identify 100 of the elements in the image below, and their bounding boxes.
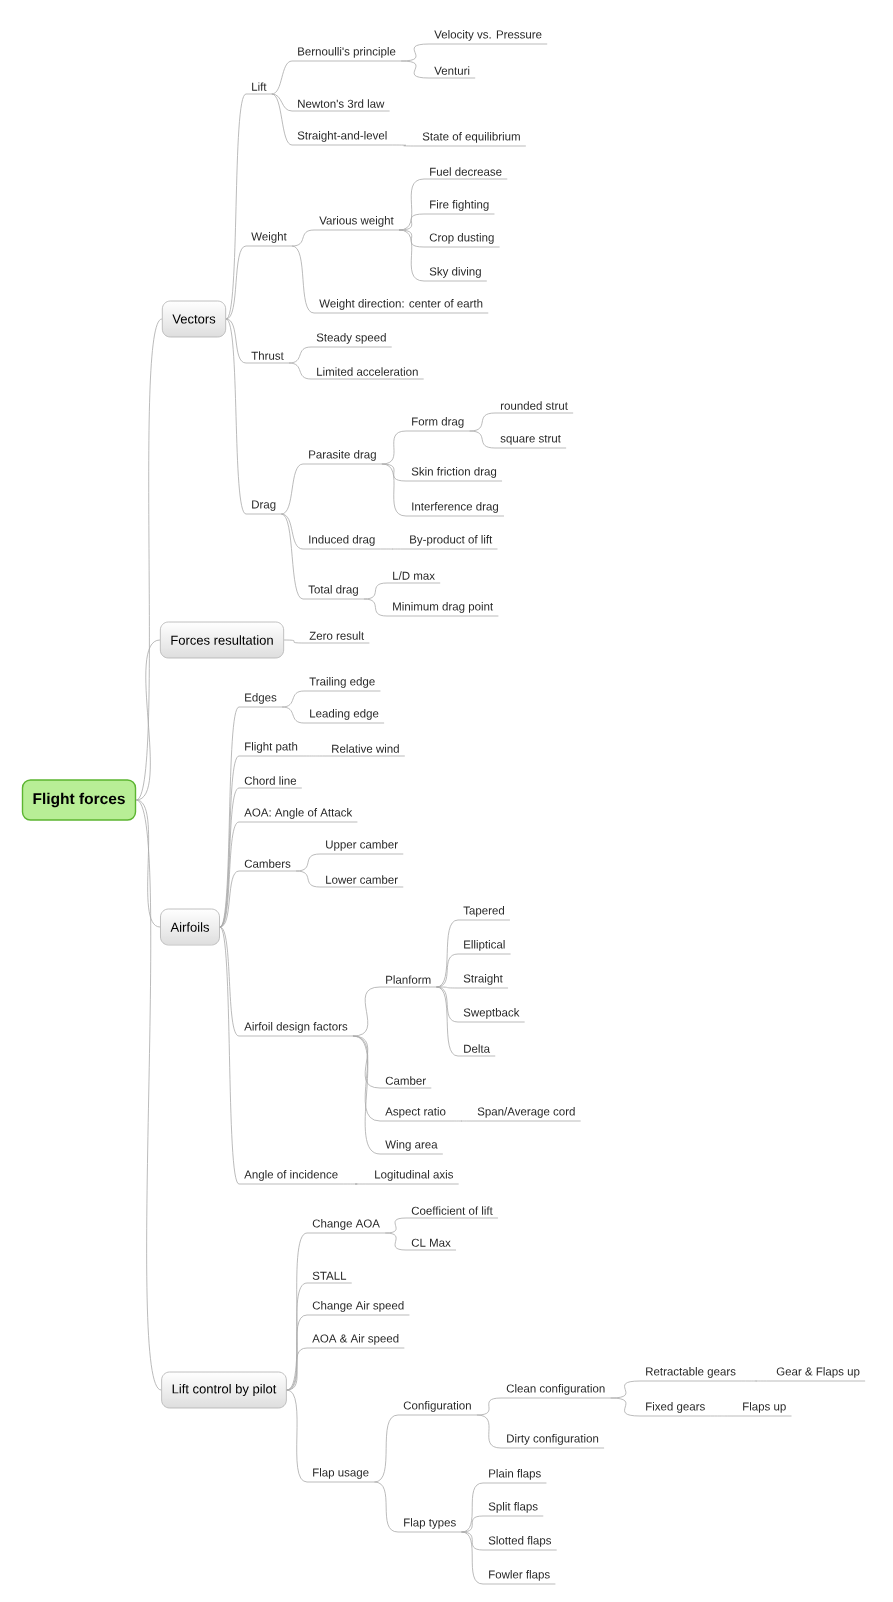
branch-label: STALL xyxy=(306,1271,353,1284)
branch-label: Change Air speed xyxy=(306,1301,410,1316)
branch-label: Split flaps xyxy=(482,1502,544,1517)
branch-line xyxy=(219,821,240,928)
branch-label: Wing area xyxy=(379,1140,444,1155)
branch-label: Fire fighting xyxy=(423,200,495,215)
branch-label: AOA: Angle of Attack xyxy=(238,808,358,823)
branch-label: Total drag xyxy=(302,585,365,600)
branch-line xyxy=(135,799,162,1391)
branch-line xyxy=(291,229,315,247)
branch-line xyxy=(710,1415,738,1417)
branch-label: Steady speed xyxy=(310,333,393,348)
branch-line xyxy=(436,986,459,1023)
branch-label: Relative wind xyxy=(325,744,406,757)
branch-label: Camber xyxy=(379,1076,432,1089)
branch-label: Flap types xyxy=(397,1518,462,1533)
branch-line xyxy=(610,1397,641,1417)
branch-line xyxy=(461,1515,484,1533)
branch-line xyxy=(219,926,240,1185)
branch-label: Straight xyxy=(457,974,509,989)
branch-label: Skin friction drag xyxy=(405,467,503,482)
topic-box: Forces resultation xyxy=(159,621,285,659)
branch-line xyxy=(436,986,459,989)
branch-label: Planform xyxy=(379,975,437,988)
branch-label: Span/Average cord xyxy=(471,1107,582,1122)
branch-label: Gear & Flaps up xyxy=(770,1367,866,1382)
branch-line xyxy=(271,60,293,95)
branch-label: Fowler flaps xyxy=(482,1570,556,1585)
branch-line xyxy=(291,245,315,314)
branch-line xyxy=(352,1035,381,1122)
branch-line xyxy=(392,144,418,147)
branch-label: By-product of lift xyxy=(403,535,498,550)
branch-label: Interference drag xyxy=(405,502,505,517)
branch-label: Edges xyxy=(238,693,283,708)
branch-label: Velocity vs. Pressure xyxy=(428,30,548,45)
branch-label: Leading edge xyxy=(303,709,385,724)
branch-label: Newton's 3rd law xyxy=(291,99,390,112)
branch-label: AOA & Air speed xyxy=(306,1334,405,1349)
branch-line xyxy=(373,1414,399,1483)
branch-label: Drag xyxy=(245,500,282,515)
branch-label: Weight direction: center of earth xyxy=(313,299,489,314)
branch-line xyxy=(363,598,388,617)
branch-line xyxy=(381,463,407,517)
branch-line xyxy=(280,463,304,515)
branch-label: Lift xyxy=(245,82,273,95)
branch-label: Fuel decrease xyxy=(423,167,508,180)
branch-line xyxy=(398,229,425,248)
branch-label: Angle of incidence xyxy=(238,1170,344,1185)
branch-label: Logitudinal axis xyxy=(368,1170,460,1185)
branch-line xyxy=(461,1531,484,1585)
branch-label: Form drag xyxy=(405,417,470,432)
branch-line xyxy=(288,362,312,380)
branch-label: Configuration xyxy=(397,1401,478,1416)
branch-line xyxy=(286,1232,308,1391)
branch-label: Aspect ratio xyxy=(379,1107,452,1122)
branch-line xyxy=(476,1397,502,1416)
central-topic-box: Flight forces xyxy=(21,779,137,821)
branch-label: Venturi xyxy=(428,66,476,79)
branch-line xyxy=(469,430,496,449)
branch-line xyxy=(271,93,293,112)
branch-label: Cambers xyxy=(238,859,297,872)
branch-line xyxy=(225,245,247,320)
branch-label: Airfoil design factors xyxy=(238,1022,354,1037)
branch-line xyxy=(135,639,161,801)
branch-line xyxy=(280,513,304,600)
branch-line xyxy=(219,787,240,928)
branch-label: Dirty configuration xyxy=(500,1434,605,1449)
branch-line xyxy=(225,318,247,364)
branch-label: square strut xyxy=(494,435,567,449)
branch-label: Induced drag xyxy=(302,535,381,550)
branch-label: Various weight xyxy=(313,216,400,231)
branch-line xyxy=(219,926,240,1037)
branch-line xyxy=(450,1120,473,1122)
branch-line xyxy=(380,548,405,550)
branch-line xyxy=(436,986,459,1057)
branch-label: Bernoulli's principle xyxy=(291,47,402,62)
branch-line xyxy=(373,1481,399,1533)
topic-box: Airfoils xyxy=(160,908,220,946)
branch-line xyxy=(436,919,459,988)
branch-label: Sky diving xyxy=(423,267,488,282)
branch-label: Trailing edge xyxy=(303,677,381,692)
branch-label: Clean configuration xyxy=(500,1384,611,1399)
branch-label: Retractable gears xyxy=(639,1367,742,1382)
branch-line xyxy=(343,1183,370,1185)
branch-line xyxy=(352,1035,381,1155)
branch-line xyxy=(283,639,305,644)
branch-label: CL Max xyxy=(405,1238,457,1251)
branch-label: Change AOA xyxy=(306,1219,386,1234)
branch-label: Flaps up xyxy=(736,1402,792,1417)
branch-label: Thrust xyxy=(245,351,290,364)
branch-label: Tapered xyxy=(457,906,511,921)
branch-label: Sweptback xyxy=(457,1008,526,1023)
branch-label: rounded strut xyxy=(494,401,574,414)
branch-line xyxy=(381,463,407,482)
branch-line xyxy=(295,870,321,888)
branch-label: Flight path xyxy=(238,742,304,757)
branch-label: L/D max xyxy=(386,571,441,584)
branch-label: State of equilibrium xyxy=(416,132,527,147)
branch-label: Weight xyxy=(245,232,293,247)
branch-label: Flap usage xyxy=(306,1468,375,1483)
